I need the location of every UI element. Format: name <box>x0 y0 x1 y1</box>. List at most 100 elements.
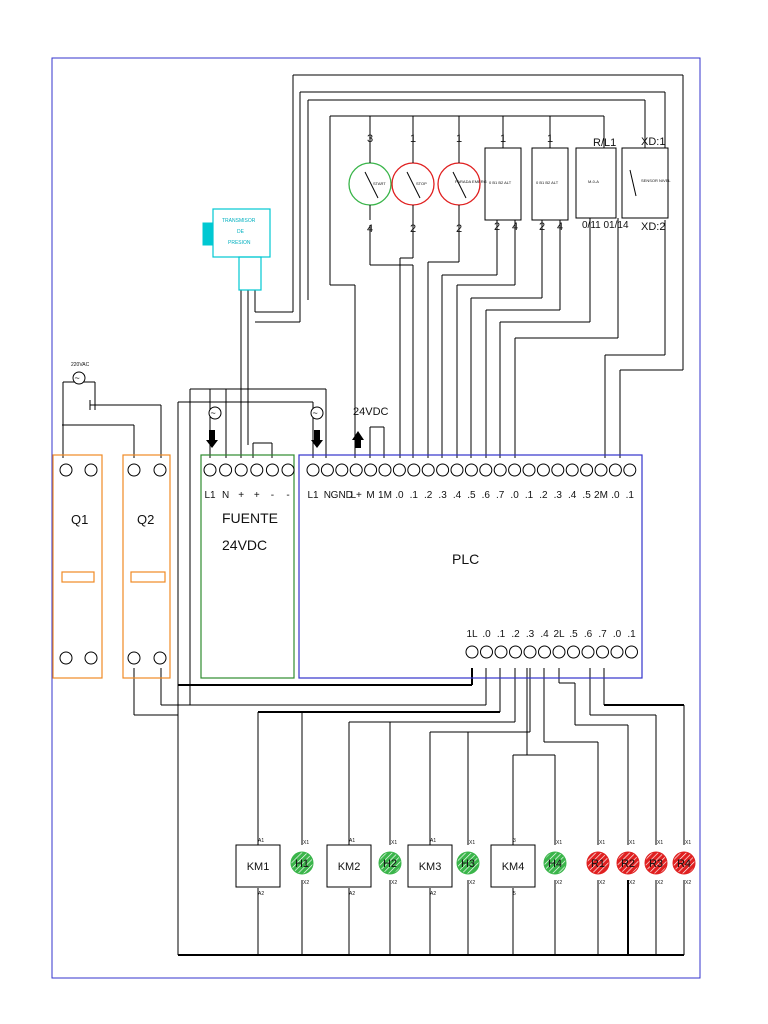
terminal-label: .7 <box>598 629 607 640</box>
transmitter-line2: DE <box>237 229 245 235</box>
terminal[interactable]: .1 <box>522 463 536 501</box>
terminal[interactable]: .5 <box>567 629 580 659</box>
terminal-label: .1 <box>627 629 636 640</box>
terminal[interactable]: .7 <box>596 629 609 659</box>
down-arrow-icon <box>206 430 218 448</box>
terminal[interactable]: .0 <box>610 629 624 659</box>
stop-button[interactable]: 1 STOP 2 <box>391 133 435 235</box>
svg-text:4: 4 <box>367 223 373 235</box>
svg-text:PARADA EMERG: PARADA EMERG <box>455 179 487 184</box>
emergency-stop-button[interactable]: 1 PARADA EMERG 2 <box>437 133 487 235</box>
terminal-label: 1L <box>466 629 478 640</box>
terminal[interactable]: .6 <box>479 463 493 501</box>
terminal[interactable]: 1M <box>378 463 392 501</box>
terminal-label: .5 <box>569 629 578 640</box>
svg-text:X1: X1 <box>556 840 562 846</box>
terminal[interactable]: GND <box>331 463 353 501</box>
terminal[interactable]: .6 <box>581 629 595 659</box>
terminal[interactable]: .2 <box>509 629 522 659</box>
terminal[interactable]: N <box>320 463 334 501</box>
supply-title-line2: 24VDC <box>222 537 267 553</box>
terminal[interactable]: .4 <box>450 463 464 501</box>
svg-text:X1: X1 <box>469 840 475 846</box>
terminal[interactable]: .4 <box>565 463 579 501</box>
terminal[interactable]: .1 <box>494 629 508 659</box>
terminal[interactable]: L1 <box>203 463 217 501</box>
selector-switch-1[interactable]: 1 0 B1 B2 ALT 2 4 <box>484 133 522 233</box>
terminal[interactable]: .0 <box>392 463 406 501</box>
terminal[interactable]: 2M <box>594 463 608 501</box>
lamp-label: H2 <box>383 858 397 870</box>
pressure-transmitter[interactable]: TRANSMISOR DE PRESION <box>202 208 271 291</box>
svg-text:START: START <box>373 181 386 186</box>
breaker-q1[interactable]: Q1 <box>52 454 103 679</box>
terminal-label: M <box>366 490 374 501</box>
terminal[interactable]: N <box>219 463 233 501</box>
terminal[interactable]: .2 <box>536 463 550 501</box>
terminal-label: 1M <box>378 490 392 501</box>
terminal[interactable]: L+ <box>349 463 363 501</box>
terminal[interactable]: .1 <box>625 629 638 659</box>
breaker-q2[interactable]: Q2 <box>122 454 171 679</box>
terminal-label: .5 <box>467 490 476 501</box>
terminal[interactable]: .3 <box>523 629 537 659</box>
terminal[interactable]: .0 <box>508 463 522 501</box>
svg-text:M-0-A: M-0-A <box>588 179 599 184</box>
terminal[interactable]: - <box>281 463 295 501</box>
terminal[interactable]: - <box>265 463 279 501</box>
svg-text:~: ~ <box>75 373 80 383</box>
terminal[interactable]: + <box>250 463 264 501</box>
terminal[interactable]: .7 <box>493 463 507 501</box>
svg-text:X1: X1 <box>685 840 691 846</box>
svg-text:X1: X1 <box>657 840 663 846</box>
terminal[interactable]: .5 <box>580 463 594 501</box>
terminal[interactable]: 1L <box>465 629 479 659</box>
svg-text:0 B1 B2 ALT: 0 B1 B2 ALT <box>536 180 559 185</box>
svg-text:R/L1: R/L1 <box>593 137 616 149</box>
svg-text:5: 5 <box>513 891 516 897</box>
terminal-label: .4 <box>453 490 462 501</box>
svg-text:1: 1 <box>456 133 462 145</box>
svg-text:X2: X2 <box>556 880 562 886</box>
terminal[interactable]: L1 <box>306 463 320 501</box>
coil-label: KM4 <box>502 861 525 873</box>
selector-switch-2[interactable]: 1 0 B1 B2 ALT 2 4 <box>531 133 569 233</box>
svg-text:0/11 01/14: 0/11 01/14 <box>582 220 629 231</box>
terminal-label: .1 <box>525 490 534 501</box>
terminal[interactable]: .1 <box>623 463 637 501</box>
terminal[interactable]: .5 <box>464 463 478 501</box>
terminal[interactable]: M <box>364 463 378 501</box>
terminal-label: .3 <box>554 490 563 501</box>
terminal-label: .6 <box>584 629 593 640</box>
svg-text:STOP: STOP <box>416 181 427 186</box>
terminal[interactable]: 2L <box>552 629 566 659</box>
terminal[interactable]: .1 <box>407 463 421 501</box>
terminal[interactable]: .0 <box>608 463 622 501</box>
terminal[interactable]: .4 <box>538 629 551 659</box>
lamp-label: R2 <box>621 858 635 870</box>
terminal[interactable]: .3 <box>436 463 450 501</box>
terminal[interactable]: .3 <box>551 463 565 501</box>
source-label: 220VAC <box>71 362 90 368</box>
level-sensor[interactable]: XD:1 SENSOR NIVEL XD:2 <box>621 136 671 233</box>
svg-text:X1: X1 <box>629 840 635 846</box>
terminal[interactable]: .2 <box>421 463 435 501</box>
mode-selector-switch[interactable]: R/L1 M-0-A 0/11 01/14 <box>575 137 629 231</box>
terminal[interactable]: + <box>234 463 248 501</box>
start-button[interactable]: 3 START 4 <box>348 133 392 235</box>
up-arrow-icon <box>352 431 364 448</box>
terminal[interactable]: .0 <box>480 629 493 659</box>
